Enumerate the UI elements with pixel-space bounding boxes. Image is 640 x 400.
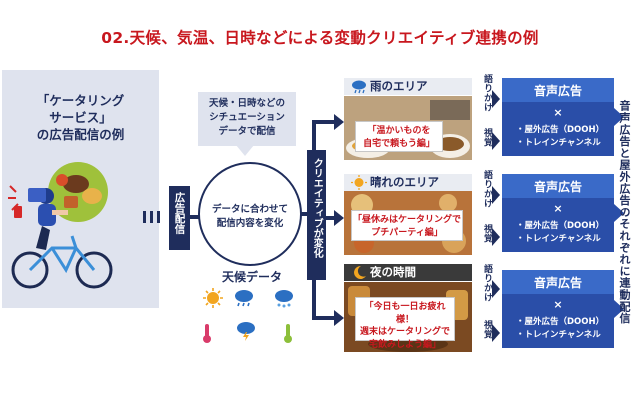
night-bubble-line-3: 宅飲みしよう編」: [368, 339, 441, 350]
sunny-bubble-line-2: プチパーティ編」: [371, 227, 443, 238]
multiply-sign: ×: [553, 202, 563, 215]
sunny-area-title: 晴れのエリア: [370, 175, 439, 189]
snow-cloud-icon: [275, 290, 293, 308]
rain-creative-bubble: 「温かいものを 自宅で頼もう編」: [355, 121, 443, 152]
sun-icon: [203, 288, 223, 308]
dooh-label: ・屋外広告（DOOH）: [516, 125, 605, 135]
speaking-label-rain: 語りかけ: [482, 74, 492, 112]
rain-bubble-line-2: 自宅で頼もう編」: [363, 138, 435, 149]
left-panel-heading: 「ケータリング サービス」 の広告配信の例: [2, 92, 159, 143]
weather-data-title: 天候データ: [221, 270, 282, 284]
flow-stripe: [157, 211, 160, 223]
media-panel-header-bg: [502, 174, 614, 198]
callout-line-2: シチュエーション: [209, 112, 285, 123]
media-panel-rain: 音声広告 × ・屋外広告（DOOH） ・トレインチャンネル: [502, 78, 614, 156]
circle-line-2: 配信内容を変化: [216, 218, 284, 229]
train-channel-label: ・トレインチャンネル: [516, 138, 601, 148]
visual-arrow-sunny: [492, 228, 500, 246]
train-channel-label: ・トレインチャンネル: [516, 234, 601, 244]
delivery-rider-illustration: [8, 162, 113, 289]
media-panel-header-bg: [502, 270, 614, 294]
visual-label-rain: 視覚: [482, 128, 492, 147]
visual-arrow-night: [492, 324, 500, 342]
creative-change-text: クリエイティブが変化: [311, 158, 323, 258]
multiply-sign: ×: [553, 298, 563, 311]
night-time-header: 夜の時間: [344, 264, 472, 281]
night-creative-bubble: 「今日も一日お疲れ様！ 週末はケータリングで 宅飲みしよう編」: [355, 297, 455, 350]
flow-stripe: [143, 211, 146, 223]
linked-delivery-caption: 音声広告と屋外広告のそれぞれに連動配信: [618, 100, 631, 325]
circle-line-1: データに合わせて: [211, 204, 288, 215]
ad-delivery-text: 広告配信: [173, 192, 186, 234]
data-matching-circle: [198, 162, 302, 266]
visual-arrow-rain: [492, 132, 500, 150]
rain-area-title: 雨のエリア: [370, 79, 428, 93]
speaking-arrow-rain: [492, 90, 500, 108]
speaking-label-night: 語りかけ: [482, 264, 492, 302]
callout-line-1: 天候・日時などの: [208, 98, 285, 109]
sun-icon: [351, 175, 367, 190]
multiply-sign: ×: [553, 106, 563, 119]
media-arrow-sunny: [614, 204, 624, 222]
speaking-arrow-night: [492, 280, 500, 298]
sunny-bubble-line-1: 「昼休みはケータリングで: [352, 215, 461, 225]
media-panel-header-bg: [502, 78, 614, 102]
branch-arrows: [312, 114, 344, 326]
rain-cloud-icon: [235, 290, 253, 307]
night-time-title: 夜の時間: [370, 265, 416, 279]
night-bubble-line-2: 週末はケータリングで: [359, 327, 450, 337]
ad-delivery-connector: [189, 215, 199, 219]
ad-delivery-label: 広告配信: [169, 186, 190, 250]
callout-line-3: データで配信: [218, 126, 276, 137]
cold-thermometer-icon: [284, 324, 292, 343]
rain-area-header: 雨のエリア: [344, 78, 472, 95]
train-channel-label: ・トレインチャンネル: [516, 330, 601, 340]
sunny-area-header: 晴れのエリア: [344, 174, 472, 191]
media-panel-sunny: 音声広告 × ・屋外広告（DOOH） ・トレインチャンネル: [502, 174, 614, 252]
left-heading-line-3: の広告配信の例: [36, 127, 125, 142]
audio-ad-label: 音声広告: [533, 276, 582, 290]
audio-ad-label: 音声広告: [533, 84, 582, 98]
thunder-cloud-icon: [237, 322, 255, 341]
visual-label-night: 視覚: [482, 320, 492, 339]
moon-icon: [354, 265, 366, 279]
dooh-label: ・屋外広告（DOOH）: [516, 221, 605, 231]
rain-cloud-icon: [352, 80, 366, 94]
page-title: 02.天候、気温、日時などによる変動クリエイティブ連携の例: [101, 29, 539, 47]
audio-ad-label: 音声広告: [533, 180, 582, 194]
visual-label-sunny: 視覚: [482, 224, 492, 243]
situation-data-callout: 天候・日時などの シチュエーション データで配信: [198, 92, 296, 146]
data-matching-text: データに合わせて 配信内容を変化: [198, 203, 302, 231]
circle-connector: [300, 212, 310, 216]
sunny-creative-bubble: 「昼休みはケータリングで プチパーティ編」: [351, 210, 463, 241]
left-heading-line-2: サービス」: [49, 110, 112, 125]
flow-stripe: [150, 211, 153, 223]
dooh-label: ・屋外広告（DOOH）: [516, 317, 605, 327]
speaking-arrow-sunny: [492, 186, 500, 204]
creative-change-label: クリエイティブが変化: [307, 150, 326, 280]
hot-thermometer-icon: [203, 324, 211, 343]
night-bubble-line-1: 「今日も一日お疲れ様！: [364, 302, 446, 325]
callout-pointer: [236, 145, 254, 156]
rain-bubble-line-1: 「温かいものを: [367, 126, 431, 136]
media-arrow-night: [614, 300, 624, 318]
speaking-label-sunny: 語りかけ: [482, 170, 492, 208]
media-arrow-rain: [614, 108, 624, 126]
left-heading-line-1: 「ケータリング: [36, 93, 125, 108]
media-panel-night: 音声広告 × ・屋外広告（DOOH） ・トレインチャンネル: [502, 270, 614, 348]
